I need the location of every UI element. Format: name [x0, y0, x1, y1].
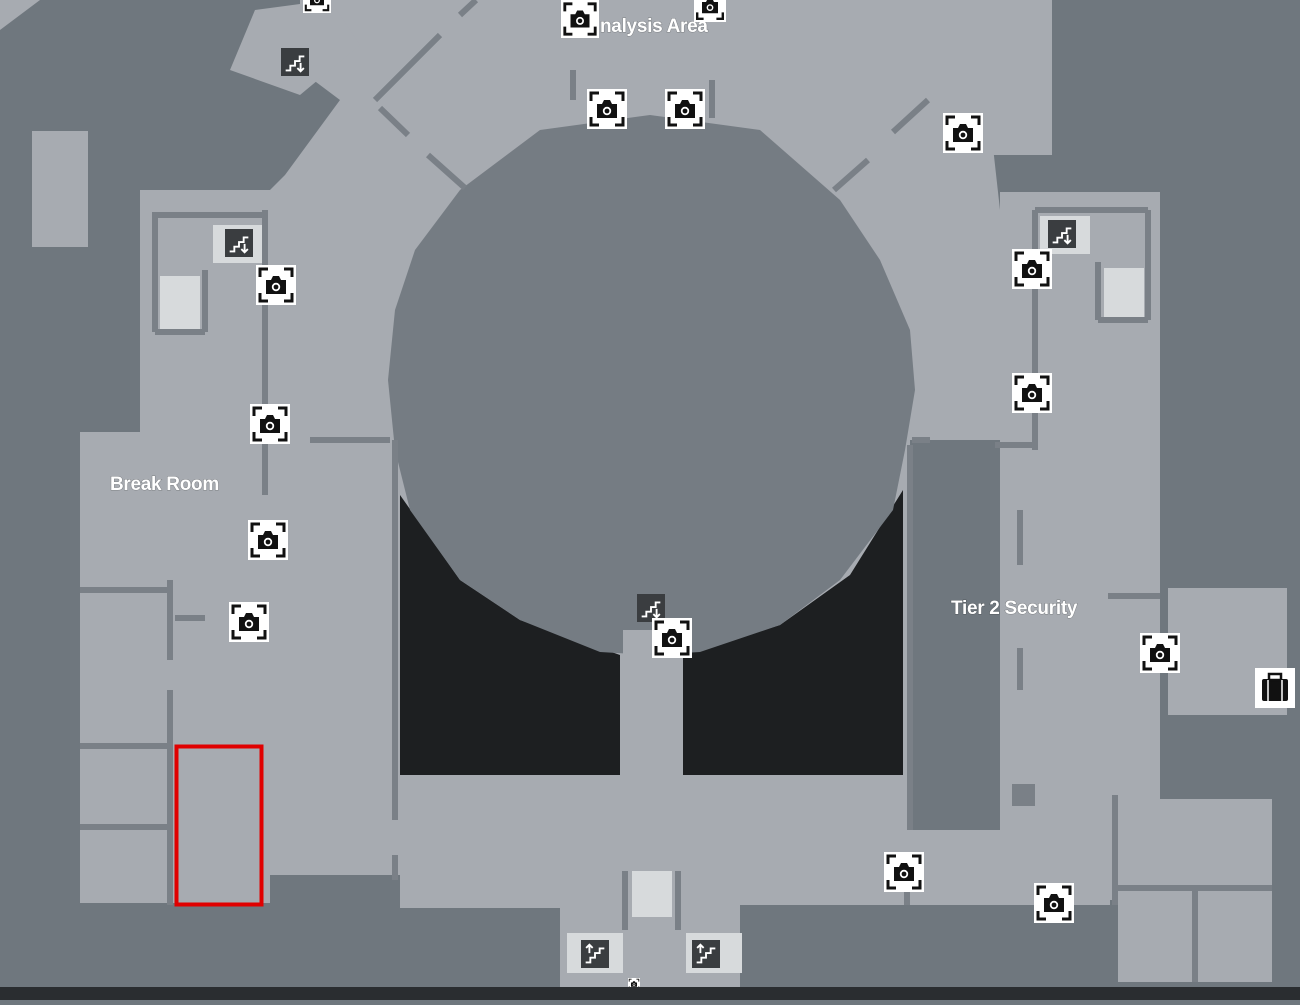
central-atrium	[388, 115, 915, 655]
selected-room-highlight[interactable]	[174, 744, 264, 907]
stairs-up-icon[interactable]	[692, 940, 720, 968]
camera-icon[interactable]	[665, 89, 705, 129]
camera-icon[interactable]	[1140, 633, 1180, 673]
camera-icon[interactable]	[943, 113, 983, 153]
void-areas	[400, 490, 903, 775]
camera-icon[interactable]	[250, 404, 290, 444]
camera-icon[interactable]	[652, 618, 692, 658]
camera-icon[interactable]	[560, 0, 600, 38]
camera-icon[interactable]	[692, 0, 728, 22]
room-label-analysis-area: nalysis Area	[600, 16, 708, 37]
camera-icon[interactable]	[587, 89, 627, 129]
stairs-down-icon[interactable]	[281, 48, 309, 76]
bottom-edge-strip	[0, 987, 1300, 1000]
camera-icon[interactable]	[301, 0, 333, 13]
camera-icon[interactable]	[1034, 883, 1074, 923]
floor-marker	[1012, 784, 1035, 806]
stairs-down-icon[interactable]	[225, 229, 253, 257]
room-label-break-room: Break Room	[110, 474, 219, 495]
camera-icon[interactable]	[246, 520, 290, 560]
briefcase-icon[interactable]	[1255, 668, 1295, 708]
stairs-down-icon[interactable]	[1048, 220, 1076, 248]
camera-icon[interactable]	[884, 852, 924, 892]
room-label-tier2-security: Tier 2 Security	[951, 598, 1078, 619]
stairs-up-icon[interactable]	[581, 940, 609, 968]
camera-icon[interactable]	[229, 602, 269, 642]
camera-icon[interactable]	[1012, 373, 1052, 413]
stairs-down-icon[interactable]	[637, 594, 665, 622]
camera-icon[interactable]	[1012, 249, 1052, 289]
camera-icon[interactable]	[256, 265, 296, 305]
